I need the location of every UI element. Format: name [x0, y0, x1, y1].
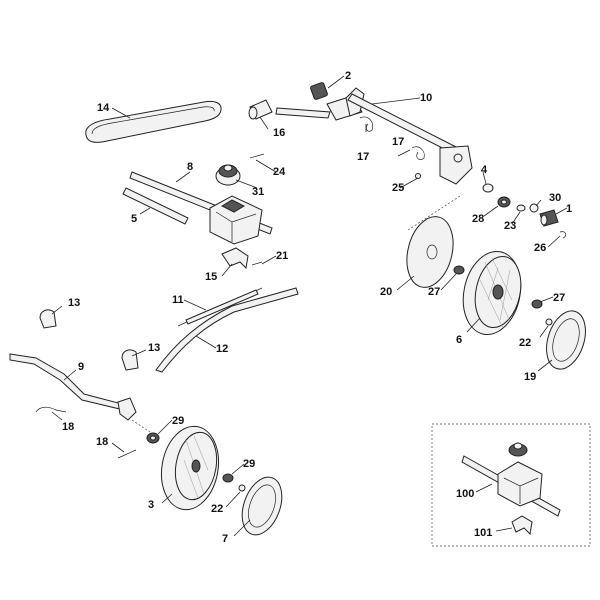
washer-4 — [482, 183, 494, 193]
spring-rod-body — [185, 289, 259, 325]
label-17b: 17 — [357, 151, 369, 163]
label-3: 3 — [148, 499, 154, 511]
label-27a: 27 — [428, 286, 440, 298]
label-23: 23 — [504, 220, 516, 232]
bearing-29-side — [222, 473, 234, 483]
rear-hubcap — [546, 310, 586, 370]
label-101: 101 — [474, 527, 492, 539]
bearing-29-front — [146, 432, 160, 444]
label-8: 8 — [187, 161, 193, 173]
label-17a: 17 — [392, 136, 404, 148]
label-13a: 13 — [68, 297, 80, 309]
drive-lever-assembly — [275, 82, 473, 185]
nut-22-front — [238, 484, 246, 492]
callout-labels: 2 10 14 16 17 17 25 4 28 23 30 1 26 8 5 … — [62, 70, 572, 545]
spring-clips — [359, 116, 425, 160]
label-4: 4 — [481, 164, 488, 176]
rear-wheel-cover — [406, 195, 461, 288]
label-11: 11 — [172, 294, 184, 306]
height-lever — [9, 353, 151, 433]
label-2: 2 — [345, 70, 351, 82]
label-14: 14 — [97, 102, 110, 114]
label-1: 1 — [566, 203, 572, 215]
label-12: 12 — [216, 343, 228, 355]
label-28: 28 — [472, 213, 484, 225]
label-15: 15 — [205, 271, 217, 283]
label-100: 100 — [456, 488, 474, 500]
inset-bracket — [511, 515, 533, 536]
screw-21 — [251, 261, 263, 266]
pin-25 — [415, 173, 421, 179]
label-29a: 29 — [172, 415, 184, 427]
label-26: 26 — [534, 242, 546, 254]
label-22a: 22 — [519, 337, 531, 349]
label-19: 19 — [524, 371, 536, 383]
gearbox — [209, 195, 263, 245]
washer-27-side — [531, 299, 543, 309]
label-18b: 18 — [96, 436, 108, 448]
label-13b: 13 — [148, 342, 160, 354]
clip-26 — [559, 231, 567, 239]
clamp-13-left — [39, 309, 57, 329]
label-20: 20 — [380, 286, 392, 298]
front-wheel — [160, 425, 220, 511]
inset-gearbox — [461, 442, 561, 517]
spring-18-left — [35, 406, 67, 413]
label-25: 25 — [392, 182, 404, 194]
label-18a: 18 — [62, 421, 74, 433]
label-21: 21 — [276, 250, 288, 262]
label-22b: 22 — [211, 503, 223, 515]
pin-24 — [249, 153, 265, 159]
label-10: 10 — [420, 92, 432, 104]
label-30: 30 — [549, 192, 561, 204]
spring-18-right — [117, 449, 137, 459]
handle-rod-12 — [155, 287, 299, 373]
label-27b: 27 — [553, 292, 565, 304]
label-31: 31 — [252, 186, 264, 198]
label-24: 24 — [273, 166, 286, 178]
leader-lines — [51, 75, 568, 537]
drive-belt — [85, 100, 222, 143]
label-5: 5 — [131, 213, 137, 225]
washer-27-rear — [453, 265, 465, 275]
gearbox-pulley — [215, 164, 241, 186]
nut-22-rear — [545, 318, 553, 326]
label-16: 16 — [273, 127, 285, 139]
bracket-15 — [221, 247, 249, 270]
label-29b: 29 — [243, 458, 255, 470]
hub-nut — [539, 209, 559, 227]
front-hubcap — [241, 476, 283, 536]
rear-wheel — [462, 251, 522, 335]
rod-5 — [122, 187, 189, 225]
washer-23 — [516, 204, 526, 212]
label-9: 9 — [78, 361, 84, 373]
grip-sleeve — [248, 99, 273, 120]
label-7: 7 — [222, 533, 228, 545]
bearing-28 — [497, 196, 511, 208]
label-6: 6 — [456, 334, 462, 346]
clamp-13-right — [121, 349, 139, 371]
